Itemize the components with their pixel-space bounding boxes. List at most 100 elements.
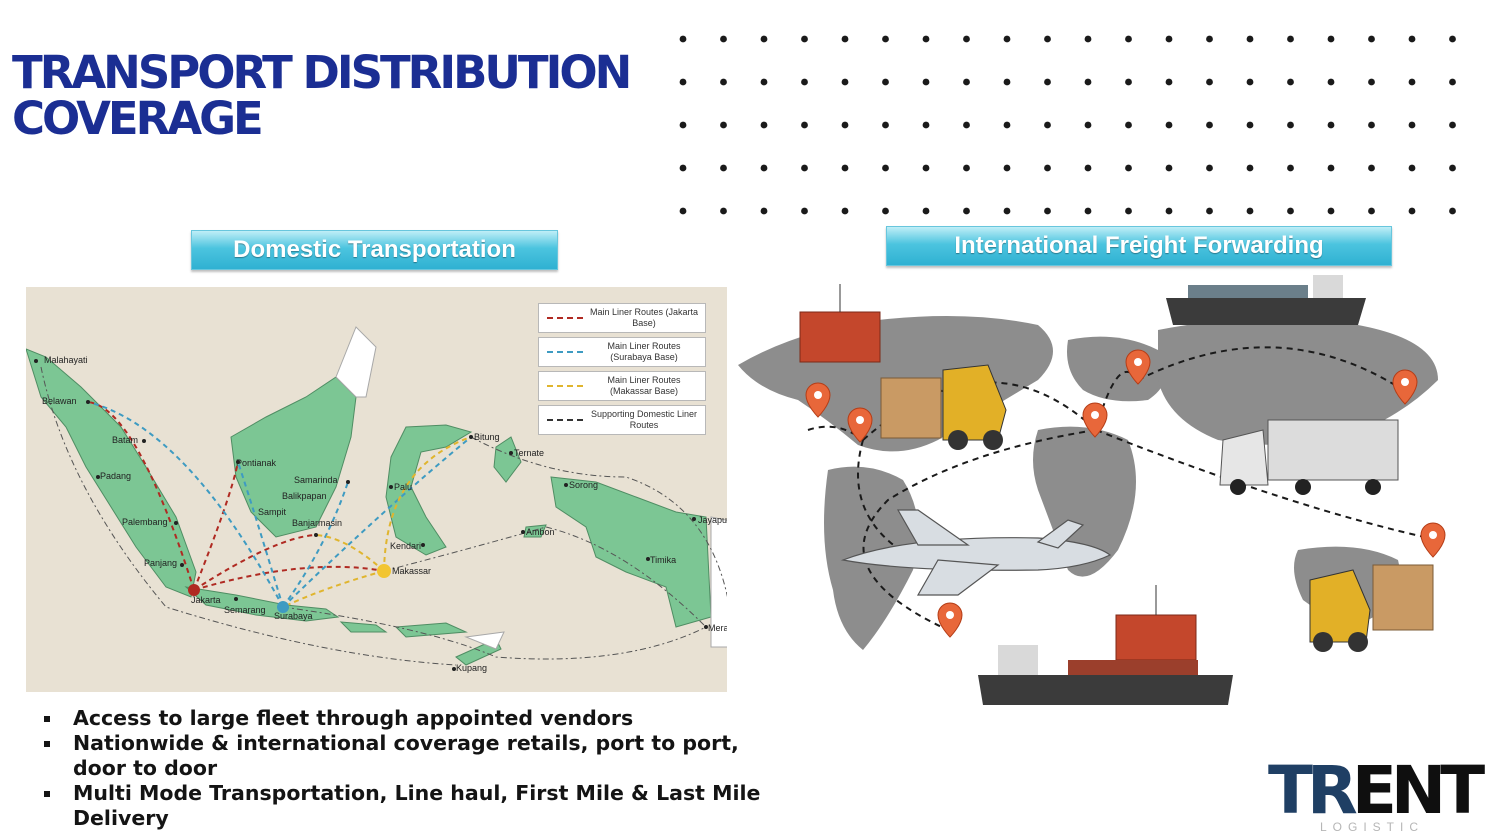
decorative-dot: [1327, 207, 1335, 215]
decorative-dot: [1003, 35, 1011, 43]
bullet-item: Multi Mode Transportation, Line haul, Fi…: [44, 781, 784, 831]
decorative-dot: [1044, 35, 1051, 43]
decorative-dot: [1368, 121, 1375, 129]
decorative-dot: [963, 207, 970, 215]
decorative-dot: [1368, 164, 1375, 172]
decorative-dot: [1165, 121, 1173, 129]
decorative-dot: [1165, 78, 1173, 86]
decorative-dot: [922, 121, 930, 129]
decorative-dot: [1165, 35, 1173, 43]
indonesia-map-icon: MalahayatiBelawanBatamPadangPalembangPan…: [26, 326, 727, 673]
decorative-dot: [720, 207, 727, 215]
city-label: Semarang: [224, 605, 266, 615]
decorative-dot: [1287, 207, 1294, 215]
city-label: Bitung: [474, 432, 500, 442]
logo-subtitle: LOGISTIC: [1320, 820, 1425, 834]
legend-item-surabaya: Main Liner Routes (Surabaya Base): [538, 337, 706, 367]
city-label: Palembang: [122, 517, 168, 527]
decorative-dot: [1327, 35, 1335, 43]
bullet-item: Access to large fleet through appointed …: [44, 706, 784, 731]
bullet-item: Nationwide & international coverage reta…: [44, 731, 784, 781]
decorative-dot: [1246, 207, 1254, 215]
decorative-dot-grid: [679, 35, 1456, 215]
decorative-dot: [882, 35, 889, 43]
decorative-dot: [1206, 121, 1213, 129]
route-legend: Main Liner Routes (Jakarta Base) Main Li…: [538, 303, 706, 439]
decorative-dot: [1165, 164, 1173, 172]
decorative-dot: [1206, 207, 1213, 215]
decorative-dot: [963, 164, 970, 172]
city-label: Kendari: [390, 541, 421, 551]
decorative-dot: [760, 78, 768, 86]
decorative-dot: [1368, 35, 1375, 43]
decorative-dot: [841, 207, 849, 215]
decorative-dot: [1084, 35, 1092, 43]
decorative-dot: [1084, 121, 1092, 129]
city-label: Makassar: [392, 566, 431, 576]
decorative-dot: [882, 164, 889, 172]
forklift-icon: [880, 364, 1434, 652]
truck-icon: [1219, 419, 1399, 495]
logo-wordmark-tr: TR: [1268, 752, 1358, 829]
decorative-dot: [1327, 164, 1335, 172]
slide-title-line1: TRANSPORT DISTRIBUTION: [12, 46, 632, 99]
legend-line-surabaya: [547, 351, 583, 353]
decorative-dot: [801, 164, 808, 172]
decorative-dot: [1246, 35, 1254, 43]
decorative-dot: [679, 164, 687, 172]
decorative-dot: [1084, 164, 1092, 172]
decorative-dot: [1449, 78, 1456, 86]
city-label: Kupang: [456, 663, 487, 673]
trent-logo: TRENT LOGISTIC: [1268, 758, 1494, 836]
decorative-dot: [1246, 164, 1254, 172]
legend-text-jakarta: Main Liner Routes (Jakarta Base): [589, 307, 699, 328]
feature-bullets: Access to large fleet through appointed …: [44, 706, 784, 831]
decorative-dot: [1246, 78, 1254, 86]
city-label: Padang: [100, 471, 131, 481]
decorative-dot: [1044, 78, 1051, 86]
bullet-text: Multi Mode Transportation, Line haul, Fi…: [73, 781, 761, 830]
decorative-dot: [679, 207, 687, 215]
decorative-dot: [1084, 78, 1092, 86]
city-label: Pontianak: [236, 458, 277, 468]
decorative-dot: [1125, 121, 1132, 129]
decorative-dot: [922, 35, 930, 43]
city-label: Timika: [650, 555, 676, 565]
decorative-dot: [1003, 78, 1011, 86]
decorative-dot: [841, 164, 849, 172]
decorative-dot: [1125, 35, 1132, 43]
decorative-dot: [1125, 164, 1132, 172]
decorative-dot: [1287, 35, 1294, 43]
decorative-dot: [1165, 207, 1173, 215]
decorative-dot: [1408, 35, 1416, 43]
decorative-dot: [1206, 35, 1213, 43]
decorative-dot: [841, 78, 849, 86]
bullet-marker-icon: [44, 741, 50, 747]
world-freight-illustration: [738, 275, 1446, 705]
decorative-dot: [1044, 164, 1051, 172]
location-pin-icon: [805, 349, 1446, 638]
decorative-dot: [1408, 78, 1416, 86]
decorative-dot: [760, 121, 768, 129]
decorative-dot: [922, 207, 930, 215]
decorative-dot: [1246, 121, 1254, 129]
decorative-dot: [801, 35, 808, 43]
decorative-dot: [1408, 207, 1416, 215]
city-label: Sorong: [569, 480, 598, 490]
bullet-text: Access to large fleet through appointed …: [73, 706, 634, 730]
city-label: Balikpapan: [282, 491, 327, 501]
decorative-dot: [963, 78, 970, 86]
decorative-dot: [720, 164, 727, 172]
city-label: Merauk: [708, 623, 727, 633]
decorative-dot: [720, 35, 727, 43]
city-label: Malahayati: [44, 355, 88, 365]
decorative-dot: [1327, 121, 1335, 129]
decorative-dot: [1125, 78, 1132, 86]
logo-wordmark: TRENT: [1268, 758, 1485, 824]
decorative-dot: [1368, 207, 1375, 215]
decorative-dot: [720, 121, 727, 129]
decorative-dot: [1449, 164, 1456, 172]
legend-text-makassar: Main Liner Routes (Makassar Base): [607, 375, 681, 396]
city-label: Batam: [112, 435, 138, 445]
